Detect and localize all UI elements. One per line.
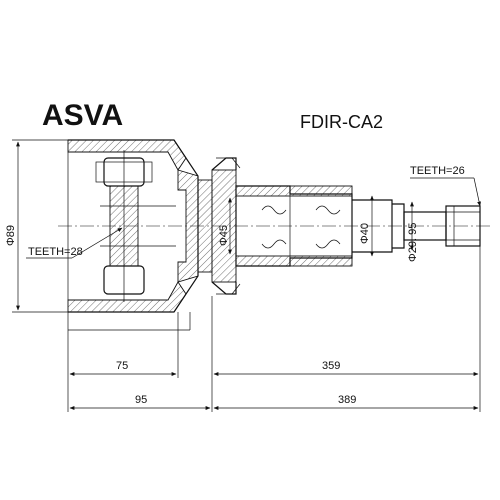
shaft-diameter-40-label: Φ40: [359, 223, 371, 244]
inner-teeth-label: TEETH=28: [28, 246, 83, 258]
dim-shaft-40: Φ40: [359, 195, 374, 257]
dim-shaft-45: Φ45: [218, 197, 232, 255]
tripod-spider: [95, 150, 176, 302]
outer-teeth-callout: TEETH=26: [410, 165, 481, 207]
dim-outer-diameter: Φ89: [5, 139, 68, 313]
length-75-label: 75: [116, 360, 128, 372]
length-95-label: 95: [135, 394, 147, 406]
shaft-body: [235, 185, 353, 267]
length-389-label: 389: [338, 394, 356, 406]
dim-length-389: 389: [213, 394, 479, 410]
outer-teeth-label: TEETH=26: [410, 165, 465, 177]
outer-diameter-label: Φ89: [5, 225, 17, 246]
joint-housing: [67, 139, 199, 331]
dim-shaft-29-95: Φ29. 95: [407, 201, 419, 262]
part-number: FDIR-CA2: [300, 112, 383, 132]
shaft-diameter-29-95-label: Φ29. 95: [407, 223, 419, 262]
length-359-label: 359: [322, 360, 340, 372]
brand-logo: ASVA: [42, 99, 123, 132]
dim-length-359: 359: [213, 360, 479, 376]
inner-teeth-callout: TEETH=28: [26, 227, 123, 259]
shaft-diameter-45-label: Φ45: [218, 225, 230, 246]
dim-length-95: 95: [69, 394, 211, 410]
joint-neck: [197, 157, 241, 295]
dim-length-75: 75: [69, 360, 177, 376]
